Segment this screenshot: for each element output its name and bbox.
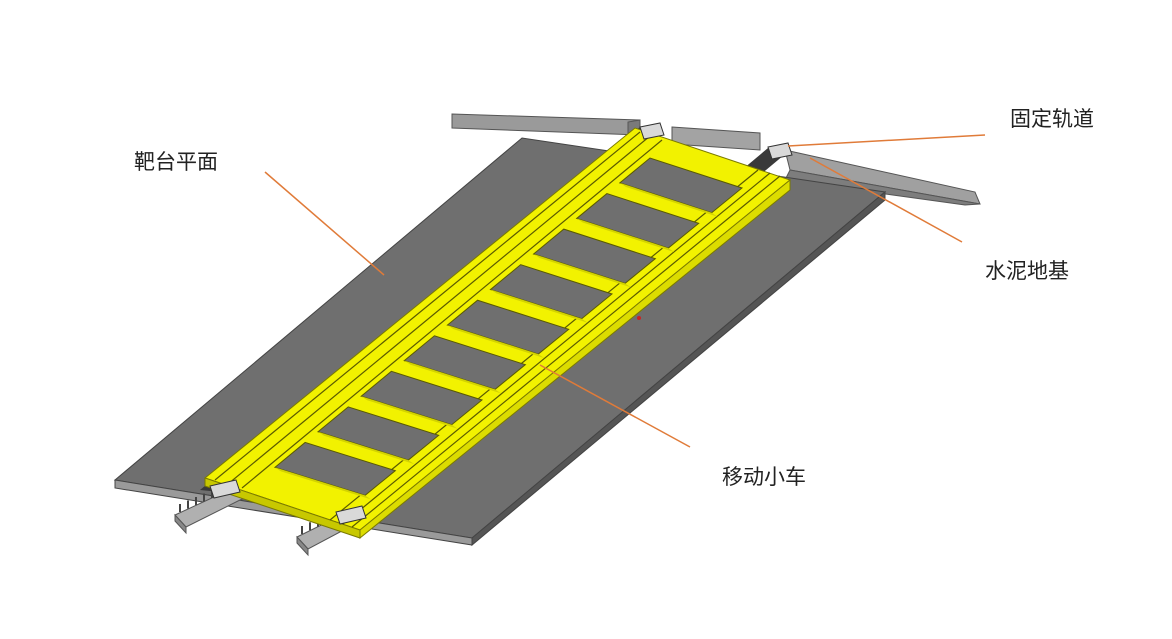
leader-line-target-platform — [264, 171, 385, 276]
rail-end-blocks — [209, 122, 793, 525]
cart-cross-member-face — [318, 431, 415, 465]
cart-cross-member-face — [447, 325, 545, 359]
cart-opening — [273, 441, 397, 496]
cart-cross-member-face — [533, 254, 631, 288]
leader-line-moving-cart — [539, 364, 691, 448]
cart-cross-member-face — [274, 467, 371, 500]
cart-cross-member-face — [404, 360, 501, 394]
label-moving-cart: 移动小车 — [722, 465, 806, 489]
moving-cart — [203, 127, 792, 540]
cart-cross-member-face — [361, 396, 458, 429]
center-marker — [637, 316, 641, 320]
cart-cross-member-face — [619, 182, 718, 217]
cart-opening — [403, 335, 527, 390]
label-fixed-rail: 固定轨道 — [1010, 107, 1094, 131]
label-concrete-foundation: 水泥地基 — [985, 259, 1069, 283]
leader-line-fixed-rail — [787, 134, 986, 147]
cart-opening — [618, 157, 744, 214]
cart-cross-member-face — [576, 218, 675, 253]
concrete-foundation — [451, 113, 981, 206]
cart-cross-member-face — [490, 289, 588, 323]
leader-line-concrete-foundation — [809, 157, 963, 243]
cart-frame-openings — [273, 157, 744, 500]
leader-lines — [264, 134, 986, 448]
cart-opening — [575, 192, 700, 249]
label-target-platform: 靶台平面 — [134, 150, 218, 174]
